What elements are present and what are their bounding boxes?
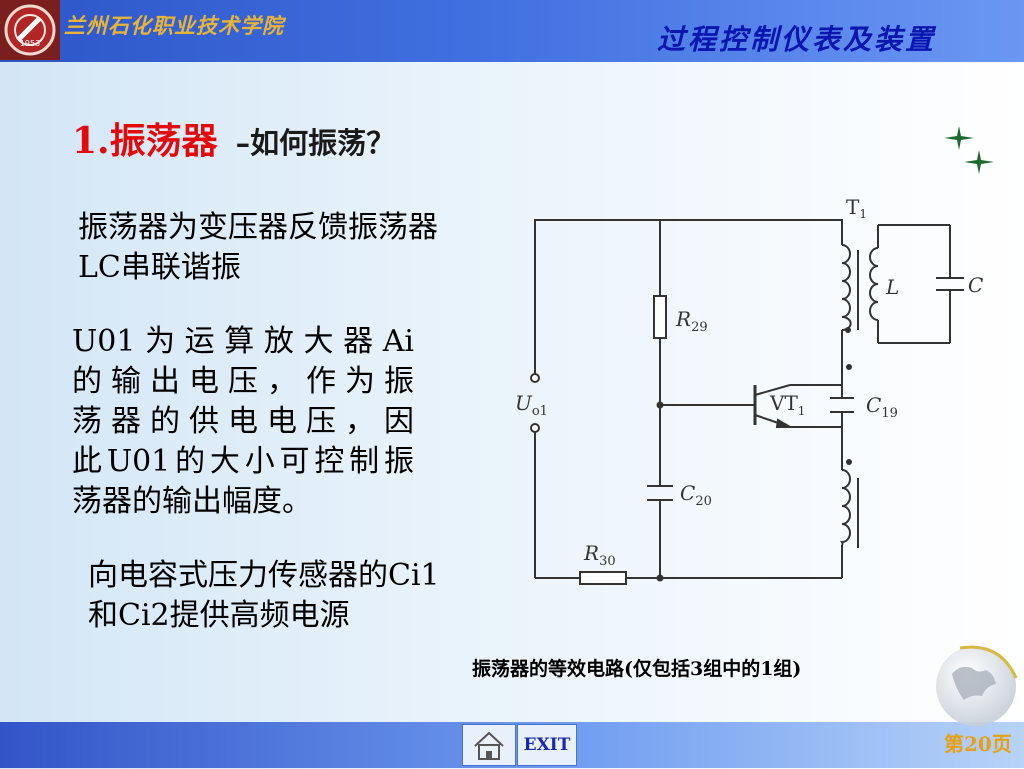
label-l: L xyxy=(885,275,899,299)
header-bar xyxy=(0,0,1024,62)
home-icon xyxy=(474,731,504,760)
label-c: C xyxy=(968,273,983,297)
course-title: 过程控制仪表及装置 xyxy=(656,23,936,56)
paragraph-hf-source: 向电容式压力传感器的Ci1和Ci2提供高频电源 xyxy=(88,558,440,633)
globe-icon xyxy=(936,645,1018,726)
paragraph-line: 此U01的大小可控制振 xyxy=(72,444,414,479)
paragraph-line: 的输出电压，作为振 xyxy=(72,364,414,399)
svg-text:1953: 1953 xyxy=(20,39,40,48)
school-name: 兰州石化职业技术学院 xyxy=(64,13,284,38)
home-button[interactable] xyxy=(462,724,516,766)
slide-title-main: 1.振荡器 xyxy=(72,120,218,162)
label-r29: R29 xyxy=(675,307,708,335)
slide-title: 1.振荡器 –如何振荡？ xyxy=(72,112,395,164)
sparkle-star-icon xyxy=(944,126,974,150)
oscillator-circuit-diagram: T1 L C R29 VT1 C19 Uo1 C20 R30 xyxy=(515,195,983,585)
exit-button[interactable]: EXIT xyxy=(517,724,577,766)
paragraph-supply-voltage: U01为运算放大器Ai 的输出电压，作为振 荡器的供电电压，因 此U01的大小可… xyxy=(72,322,414,522)
label-c19: C19 xyxy=(866,393,898,421)
diagram-caption: 振荡器的等效电路(仅包括3组中的1组) xyxy=(472,658,802,680)
paragraph-line: 荡器的供电电压，因 xyxy=(72,404,414,439)
label-r30: R30 xyxy=(583,541,616,569)
label-t1: T1 xyxy=(846,195,867,221)
page-number: 第20页 xyxy=(944,732,1012,756)
label-uo1: Uo1 xyxy=(515,391,548,419)
label-c20: C20 xyxy=(680,481,712,509)
slide-title-sub: –如何振荡？ xyxy=(235,126,396,160)
paragraph-oscillator-type: 振荡器为变压器反馈振荡器 LC串联谐振 xyxy=(78,210,438,285)
sparkle-star-icon xyxy=(964,150,994,174)
school-logo: 1953 xyxy=(0,0,60,60)
paragraph-line: 荡器的输出幅度。 xyxy=(72,484,312,519)
paragraph-line: U01为运算放大器Ai xyxy=(72,324,414,359)
label-vt1: VT1 xyxy=(769,391,805,418)
